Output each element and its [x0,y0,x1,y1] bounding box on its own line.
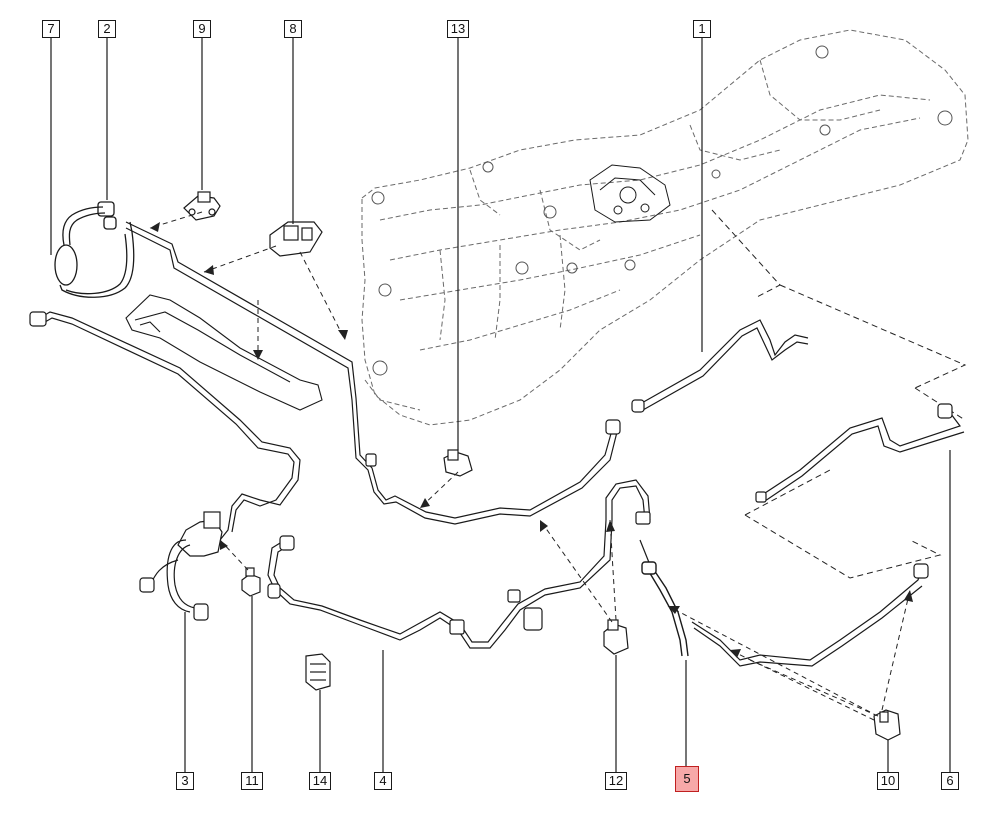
part-7-primer-bulb-hose [54,201,135,298]
part-14-clip [305,653,331,691]
part-1-fuel-pipe [631,319,809,413]
assembly-arrows [149,211,911,721]
part-3-connector-assembly [139,511,223,621]
callout-6[interactable]: 6 [941,772,959,790]
callout-7[interactable]: 7 [42,20,60,38]
part-5-fuel-pipe [641,561,689,657]
part-13-clip [443,449,473,477]
engine-mount-rings [371,45,953,376]
engine-top-bracket [589,164,671,223]
callout-2[interactable]: 2 [98,20,116,38]
callout-1[interactable]: 1 [693,20,711,38]
part-10-fuel-pipe [691,563,929,741]
callout-5-highlighted[interactable]: 5 [675,766,699,792]
fuel-pipe-left [29,311,301,541]
callout-13[interactable]: 13 [447,20,469,38]
callout-3[interactable]: 3 [176,772,194,790]
callout-14[interactable]: 14 [309,772,331,790]
callout-9[interactable]: 9 [193,20,211,38]
leader-lines [50,38,951,772]
callout-10[interactable]: 10 [877,772,899,790]
callout-11[interactable]: 11 [241,772,263,790]
part-4-fuel-pipe [267,479,653,649]
assembly-arrowheads [150,222,913,658]
callout-4[interactable]: 4 [374,772,392,790]
callout-8[interactable]: 8 [284,20,302,38]
part-11-clip [241,567,261,597]
fuel-pipe-main [125,221,621,525]
callout-12[interactable]: 12 [605,772,627,790]
engine-block-ghost [361,29,969,426]
part-8-bracket-clip [269,221,323,257]
part-12-clip [603,619,629,655]
part-9-clip [183,191,221,221]
floor-channel [125,294,323,411]
part-6-fuel-pipe [755,403,965,503]
reference-outlines [711,209,967,579]
